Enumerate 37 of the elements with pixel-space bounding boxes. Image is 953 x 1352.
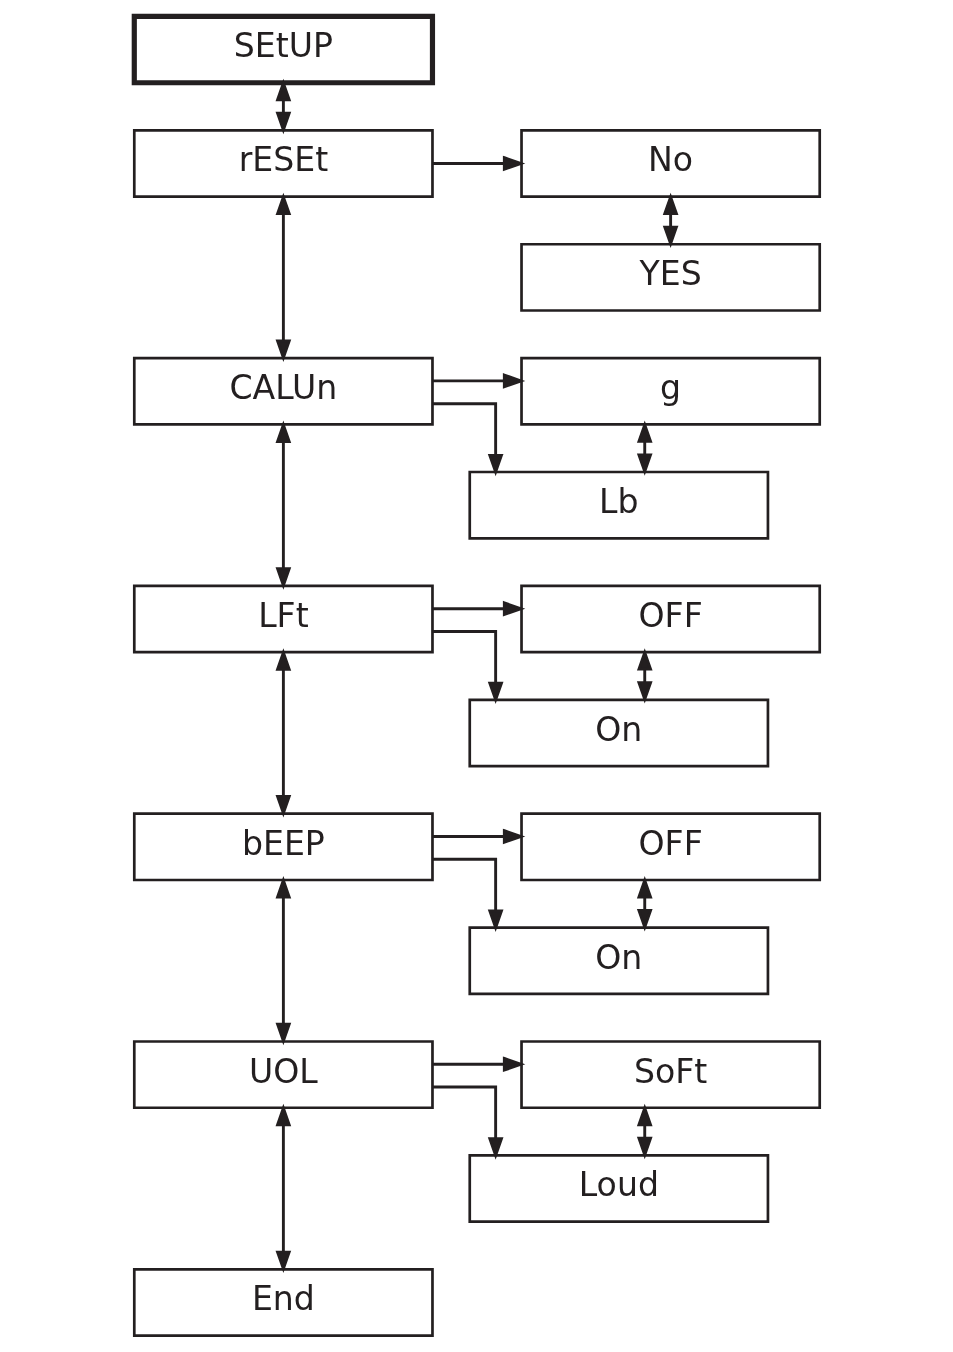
arrow (636, 876, 653, 932)
node-box: UOL (132, 1040, 434, 1110)
node-box: rESEt (132, 129, 434, 198)
node-box: OFF (519, 584, 821, 654)
node-box: SEtUP (131, 13, 435, 86)
arrow (432, 402, 503, 477)
arrow (275, 1103, 291, 1274)
node-box: CALUn (132, 356, 434, 426)
node-box: Loud (467, 1154, 769, 1223)
arrow (432, 857, 503, 932)
arrow (432, 630, 503, 705)
node-box: Lb (467, 470, 769, 540)
arrow (636, 1103, 653, 1160)
arrow (275, 78, 291, 135)
node-box: SoFt (519, 1040, 821, 1110)
arrow (636, 648, 653, 704)
arrow (432, 828, 525, 845)
node-box: On (467, 698, 769, 768)
arrow (432, 373, 525, 389)
node-box: OFF (519, 812, 821, 882)
node-box: YES (519, 242, 821, 312)
arrow (432, 1056, 525, 1073)
arrow (662, 192, 678, 249)
arrow (275, 648, 291, 818)
node-box: LFt (132, 584, 434, 654)
node-box: End (132, 1267, 434, 1337)
arrow (275, 192, 291, 362)
node-box: g (519, 356, 821, 426)
arrow (432, 1085, 503, 1160)
arrow (432, 600, 525, 617)
node-box: On (467, 926, 769, 996)
node-box: No (519, 129, 821, 198)
node-box: bEEP (132, 812, 434, 882)
arrow (275, 420, 291, 590)
arrow (636, 420, 653, 476)
arrow (432, 155, 525, 172)
arrow (275, 876, 291, 1046)
